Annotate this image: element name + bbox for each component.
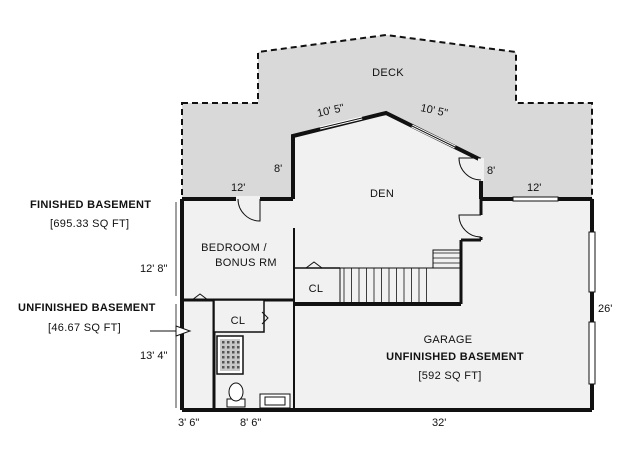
- door-gap-left: [236, 196, 260, 202]
- shower-tile: [222, 346, 225, 349]
- shower-tile: [232, 356, 235, 359]
- unfinished-basement-area: [46.67 SQ FT]: [48, 322, 121, 334]
- shower-tile: [232, 366, 235, 369]
- window-top-right: [512, 196, 559, 202]
- shower-tile: [232, 346, 235, 349]
- garage-area-label: [592 SQ FT]: [418, 370, 481, 382]
- finished-basement-title: FINISHED BASEMENT: [30, 199, 151, 211]
- dim-right-top-wall: 12': [527, 182, 541, 194]
- closet-lower-door: [261, 311, 269, 325]
- shower-tile: [237, 351, 240, 354]
- closet-lower: [213, 299, 265, 333]
- garage-basement-label: UNFINISHED BASEMENT: [386, 351, 524, 363]
- dim-left-top-wall: 12': [231, 182, 245, 194]
- window-right-frame: [411, 125, 456, 148]
- closet-stair-door: [305, 261, 323, 269]
- shower-tile: [222, 341, 225, 344]
- shower-tile: [227, 351, 230, 354]
- sink-basin: [264, 396, 286, 406]
- shower-tile: [237, 361, 240, 364]
- dim-bottom-garage: 32': [432, 417, 446, 429]
- dim-bottom-left: 3' 6": [178, 417, 199, 429]
- bedroom-label-line1: BEDROOM /: [201, 242, 267, 254]
- shower-tile: [222, 361, 225, 364]
- unfinished-basement-title: UNFINISHED BASEMENT: [18, 302, 156, 314]
- deck-label: DECK: [372, 67, 404, 79]
- shower-tile: [237, 356, 240, 359]
- shower-floor: [220, 339, 240, 371]
- lower-closet-label: CL: [231, 315, 246, 327]
- garage-label: GARAGE: [424, 334, 473, 346]
- dim-bedroom-height: 12' 8": [140, 263, 168, 275]
- stairs: [339, 267, 461, 305]
- shower-tile: [232, 351, 235, 354]
- shower-tile: [227, 341, 230, 344]
- window-garage-upper: [588, 231, 596, 293]
- shower-tile: [232, 341, 235, 344]
- dim-deck-right-edge: 10' 5": [419, 102, 448, 119]
- dim-den-right-wall: 8': [487, 165, 495, 177]
- door-swing-left: [237, 198, 261, 222]
- window-left-frame: [319, 117, 363, 129]
- shower-tile: [222, 356, 225, 359]
- den-label: DEN: [370, 188, 394, 200]
- toilet-bowl: [228, 382, 244, 402]
- shower-tile: [237, 366, 240, 369]
- shower-tile: [222, 351, 225, 354]
- shower-pattern: [222, 341, 240, 369]
- shower-tile: [227, 366, 230, 369]
- window-garage-lower: [588, 321, 596, 385]
- bedroom-door-mark: [191, 293, 209, 301]
- dim-lower-height: 13' 4": [140, 350, 168, 362]
- dim-bottom-middle: 8' 6": [240, 417, 261, 429]
- bedroom-label-line2: BONUS RM: [215, 257, 277, 269]
- door-gap-den-upper: [478, 158, 484, 181]
- door-swing-den-lower: [458, 214, 482, 238]
- stair-closet-label: CL: [309, 283, 324, 295]
- dim-den-left-wall: 8': [274, 163, 282, 175]
- stair-treads: [343, 252, 460, 304]
- finished-basement-area: [695.33 SQ FT]: [50, 218, 129, 230]
- shower-tile: [227, 346, 230, 349]
- door-gap-den-lower: [478, 215, 484, 237]
- shower-tile: [227, 356, 230, 359]
- dim-garage-depth: 26': [598, 303, 612, 315]
- shower-tile: [222, 366, 225, 369]
- shower-tile: [237, 341, 240, 344]
- shower-tile: [237, 346, 240, 349]
- shower-tile: [232, 361, 235, 364]
- stair-landing: [432, 249, 461, 269]
- shower-tile: [227, 361, 230, 364]
- interior-floor: [182, 113, 592, 410]
- door-swing-den-upper: [458, 157, 482, 181]
